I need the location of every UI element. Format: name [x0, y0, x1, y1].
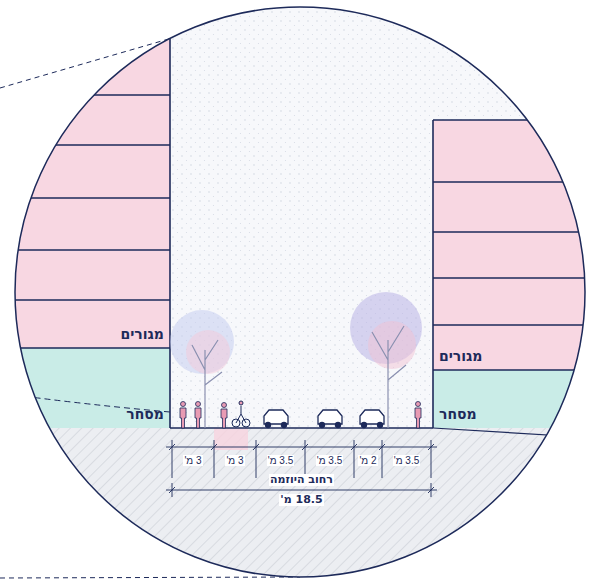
dimension-label: 3.5 מ' — [393, 455, 420, 466]
tree-symbol — [170, 292, 422, 428]
dimension-label: 3 מ' — [183, 455, 202, 466]
dimension-lines — [166, 440, 437, 497]
residential-band: מגורים — [18, 40, 168, 346]
dimension-label: 2 מ' — [358, 455, 377, 466]
street-dimension: רחוב היוזמה — [269, 474, 334, 486]
pedestrian-symbol — [180, 402, 421, 429]
commercial-band: מסחר — [30, 350, 168, 426]
band-label: מגורים — [439, 349, 483, 364]
leader-dashed — [0, 577, 300, 578]
detail-circle — [15, 7, 585, 577]
residential-band: מגורים — [435, 122, 575, 368]
dimension-label: 3 מ' — [225, 455, 244, 466]
bicycle-symbol — [232, 401, 250, 427]
dimension-label: 3.5 מ' — [267, 455, 294, 466]
band-label: מסחר — [439, 407, 477, 422]
street-dimension: 18.5 מ' — [279, 494, 323, 506]
band-label: מסחר — [126, 407, 164, 422]
car-symbol — [264, 410, 384, 428]
commercial-band: מסחר — [435, 372, 575, 426]
dimension-label: 3.5 מ' — [316, 455, 343, 466]
band-label: מגורים — [121, 327, 165, 342]
